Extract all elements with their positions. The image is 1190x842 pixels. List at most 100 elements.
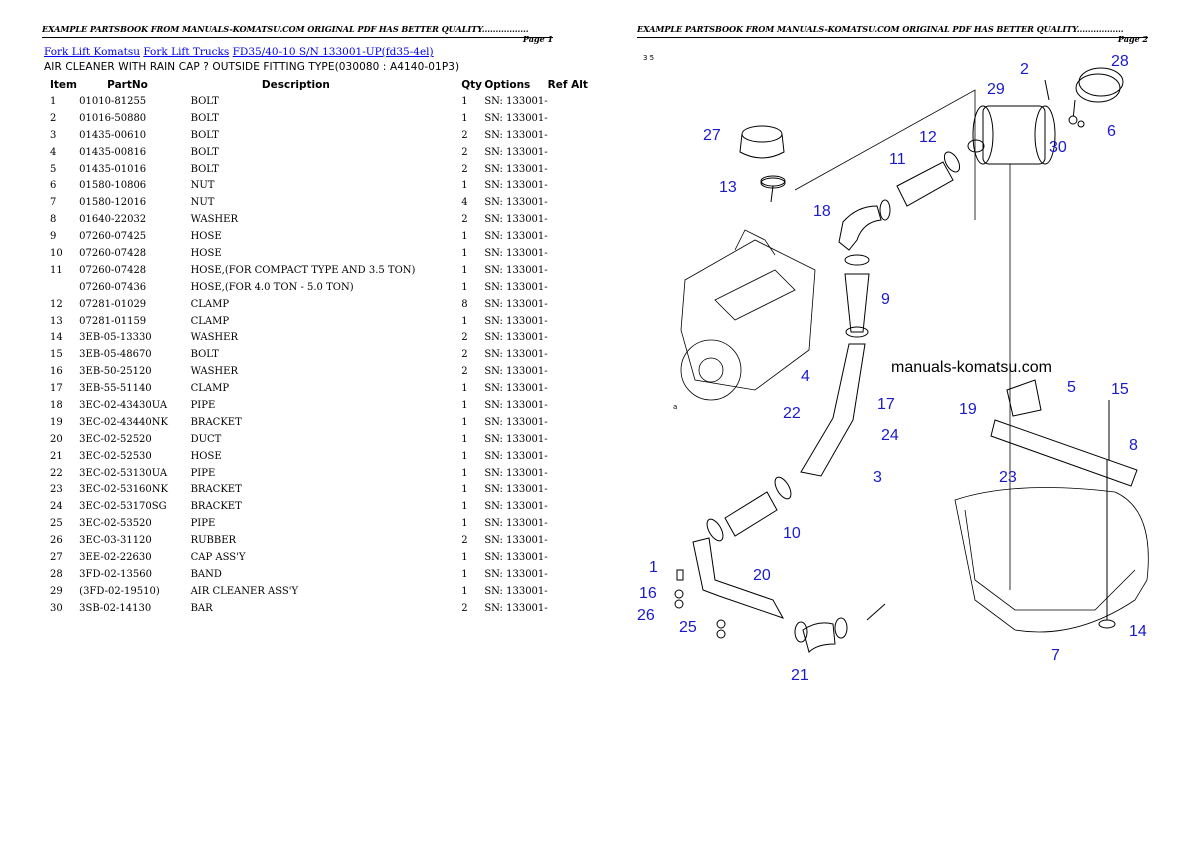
cell-description: CLAMP (190, 383, 230, 395)
cell-description: BAR (190, 602, 213, 614)
cell-qty: 2 (461, 214, 468, 226)
cell-description: HOSE,(FOR COMPACT TYPE AND 3.5 TON) (190, 264, 416, 276)
callout-27: 27 (703, 127, 721, 144)
cell-options: SN: 133001- (484, 349, 548, 361)
cell-item: 2 (50, 112, 57, 124)
cell-qty: 1 (461, 315, 468, 327)
cell-ref-alt (548, 127, 595, 144)
cell-options: SN: 133001- (484, 602, 548, 614)
bracket-19-drawing (1006, 379, 1042, 417)
callout-3: 3 (873, 469, 882, 486)
cell-options: SN: 133001- (484, 298, 548, 310)
cell-options: SN: 133001- (484, 281, 548, 293)
cell-partno: 3EC-02-53520 (79, 518, 152, 530)
hose-10-drawing (706, 476, 792, 542)
callout-20: 20 (753, 567, 771, 584)
callout-1: 1 (649, 559, 658, 576)
cell-item: 10 (50, 247, 63, 259)
cell-ref-alt (548, 515, 595, 532)
callout-24: 24 (881, 427, 899, 444)
breadcrumb-link-model[interactable]: FD35/40-10 S/N 133001-UP(fd35-4el) (232, 46, 434, 58)
cell-qty: 2 (461, 146, 468, 158)
cell-ref-alt (548, 93, 595, 110)
cell-partno: 3EC-02-52520 (79, 433, 152, 445)
callout-12: 12 (919, 129, 937, 146)
cell-qty: 1 (461, 416, 468, 428)
cell-ref-alt (548, 380, 595, 397)
cell-qty: 1 (461, 383, 468, 395)
cell-partno: 3EB-05-48670 (79, 349, 152, 361)
col-header-item: Item (50, 78, 77, 91)
cell-ref-alt (548, 498, 595, 515)
cell-item: 21 (50, 450, 63, 462)
callout-labels: 1 2 3 4 5 6 7 8 9 10 11 12 13 14 15 16 1… (637, 53, 1147, 684)
cell-qty: 4 (461, 197, 468, 209)
cell-ref-alt (548, 414, 595, 431)
cell-partno: 01435-00610 (79, 129, 147, 141)
cell-options: SN: 133001- (484, 585, 548, 597)
cell-description: PIPE (190, 518, 216, 530)
hardware-left-drawing (674, 569, 886, 639)
cell-qty: 1 (461, 281, 468, 293)
cell-description: NUT (190, 197, 215, 209)
cell-description: BOLT (190, 95, 219, 107)
cell-qty: 2 (461, 163, 468, 175)
cell-partno: 3EC-02-43440NK (79, 416, 168, 428)
cell-qty: 8 (461, 298, 468, 310)
cell-options: SN: 133001- (484, 315, 548, 327)
cell-qty: 1 (461, 467, 468, 479)
cell-partno: 01435-01016 (79, 163, 147, 175)
callout-23: 23 (999, 469, 1017, 486)
callout-10: 10 (783, 525, 801, 542)
hose-9-drawing (844, 254, 870, 338)
cell-options: SN: 133001- (484, 501, 548, 513)
cell-options: SN: 133001- (484, 467, 548, 479)
cell-partno: 01580-10806 (79, 180, 147, 192)
breadcrumb-link-brand[interactable]: Fork Lift Komatsu (44, 46, 140, 58)
callout-29: 29 (987, 81, 1005, 98)
cell-partno: 3EC-02-43430UA (79, 399, 168, 411)
cell-item: 27 (50, 551, 63, 563)
breadcrumb-link-category[interactable]: Fork Lift Trucks (143, 46, 230, 58)
cell-options: SN: 133001- (484, 366, 548, 378)
callout-6: 6 (1107, 123, 1116, 140)
cell-partno: 01016-50880 (79, 112, 147, 124)
cell-item: 24 (50, 501, 63, 513)
cell-qty: 1 (461, 433, 468, 445)
cell-item: 1 (50, 95, 57, 107)
table-header-row: Item PartNo Description Qty Options Ref … (44, 76, 595, 93)
cell-description: BOLT (190, 129, 219, 141)
col-header-description: Description (261, 78, 330, 91)
cell-item: 6 (50, 180, 57, 192)
cell-item: 20 (50, 433, 63, 445)
cell-ref-alt (548, 532, 595, 549)
col-header-partno: PartNo (107, 78, 148, 91)
cell-options: SN: 133001- (484, 450, 548, 462)
breadcrumb: Fork Lift Komatsu Fork Lift Trucks FD35/… (44, 46, 434, 58)
cell-item: 25 (50, 518, 63, 530)
cell-options: SN: 133001- (484, 95, 548, 107)
callout-14: 14 (1129, 623, 1147, 640)
cell-ref-alt (548, 448, 595, 465)
callout-30: 30 (1049, 139, 1067, 156)
cell-options: SN: 133001- (484, 180, 548, 192)
cell-options: SN: 133001- (484, 433, 548, 445)
callout-18: 18 (813, 203, 831, 220)
cell-options: SN: 133001- (484, 214, 548, 226)
cell-description: PIPE (190, 399, 216, 411)
cell-description: CLAMP (190, 298, 230, 310)
cell-qty: 1 (461, 568, 468, 580)
cell-ref-alt (548, 228, 595, 245)
